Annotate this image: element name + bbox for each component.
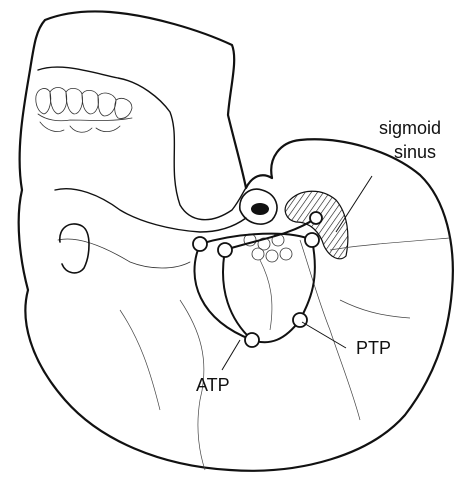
label-sinus: sinus (394, 142, 436, 162)
sigmoid-leader (336, 176, 372, 232)
top-trajectory (200, 234, 315, 320)
label-sigmoid: sigmoid (379, 118, 441, 138)
zygomatic-lower (58, 239, 190, 268)
face-outline (38, 67, 246, 220)
ear-opening (60, 224, 89, 273)
atp-trajectory (194, 244, 300, 342)
teeth (36, 88, 132, 133)
zygomatic-arch (55, 189, 246, 232)
atp-leader (222, 340, 240, 370)
ptp-leader (302, 322, 346, 348)
foramen-spot (251, 203, 269, 215)
label-atp: ATP (196, 375, 230, 395)
sutures (120, 238, 450, 470)
burr-holes (193, 212, 322, 347)
label-ptp: PTP (356, 338, 391, 358)
